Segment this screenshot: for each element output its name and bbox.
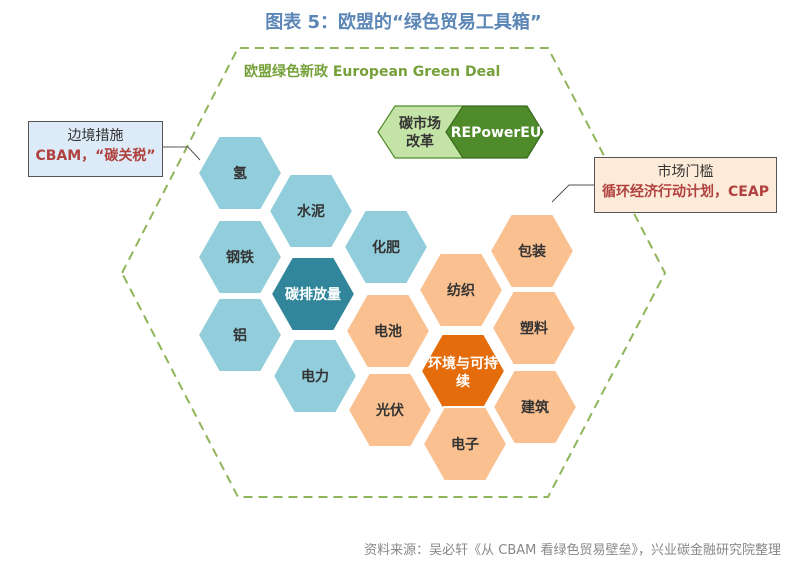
market-threshold-callout: 市场门槛 循环经济行动计划，CEAP: [594, 157, 777, 213]
hex-carbon-emissions-label: 碳排放量: [285, 286, 341, 303]
pill-left-line2: 改革: [406, 133, 434, 150]
hex-carbon-emissions: 碳排放量: [270, 256, 356, 332]
hex-textile: 纺织: [418, 252, 504, 328]
border-measures-title: 边境措施: [67, 128, 124, 144]
border-measures-detail: CBAM，“碳关税”: [35, 148, 156, 164]
market-threshold-detail: 循环经济行动计划，CEAP: [602, 184, 769, 200]
hex-sustainability: 环境与可持 续: [420, 333, 506, 409]
green-deal-label: 欧盟绿色新政 European Green Deal: [244, 63, 500, 80]
hex-aluminum: 铝: [197, 297, 283, 373]
hex-hydrogen-label: 氢: [233, 165, 247, 182]
hex-battery-label: 电池: [374, 323, 402, 340]
hex-plastics-label: 塑料: [520, 320, 548, 337]
hex-battery: 电池: [345, 293, 431, 369]
hex-textile-label: 纺织: [447, 282, 475, 299]
figure-title: 图表 5：欧盟的“绿色贸易工具箱”: [265, 12, 542, 33]
source-note: 资料来源：吴必轩《从 CBAM 看绿色贸易壁垒》，兴业碳金融研究院整理: [364, 543, 781, 558]
hex-packaging: 包装: [489, 213, 575, 289]
market-threshold-title: 市场门槛: [657, 164, 714, 180]
hex-fertilizer: 化肥: [343, 209, 429, 285]
hex-plastics: 塑料: [491, 290, 577, 366]
hex-electronics: 电子: [422, 406, 508, 482]
repowereu-pill: REPowerEU: [445, 105, 544, 159]
hex-cement-label: 水泥: [297, 203, 325, 220]
hex-packaging-label: 包装: [518, 243, 547, 260]
pill-right-text: REPowerEU: [451, 125, 542, 141]
green-deal-boundary: [120, 47, 667, 498]
hex-construction-label: 建筑: [521, 399, 549, 416]
hex-fertilizer-label: 化肥: [372, 239, 400, 256]
hex-cement: 水泥: [268, 173, 354, 249]
carbon-market-reform-pill: 碳市场 改革: [377, 105, 479, 159]
hex-aluminum-label: 铝: [233, 327, 247, 344]
hex-steel: 钢铁: [197, 219, 283, 295]
hex-photovoltaic: 光伏: [347, 372, 433, 448]
right-callout-connector: [551, 184, 594, 203]
hex-photovoltaic-label: 光伏: [375, 402, 404, 419]
hex-steel-label: 钢铁: [226, 249, 254, 266]
hex-electricity-label: 电力: [301, 368, 329, 385]
border-measures-callout: 边境措施 CBAM，“碳关税”: [28, 121, 163, 177]
hex-electronics-label: 电子: [451, 436, 479, 453]
left-callout-connector: [163, 146, 201, 161]
hex-electricity: 电力: [272, 338, 358, 414]
hex-construction: 建筑: [492, 369, 578, 445]
hex-sustainability-label-line1: 环境与可持: [428, 355, 498, 372]
pill-left-line1: 碳市场: [399, 115, 441, 132]
hex-sustainability-label-line2: 续: [456, 373, 470, 390]
hex-hydrogen: 氢: [197, 135, 283, 211]
